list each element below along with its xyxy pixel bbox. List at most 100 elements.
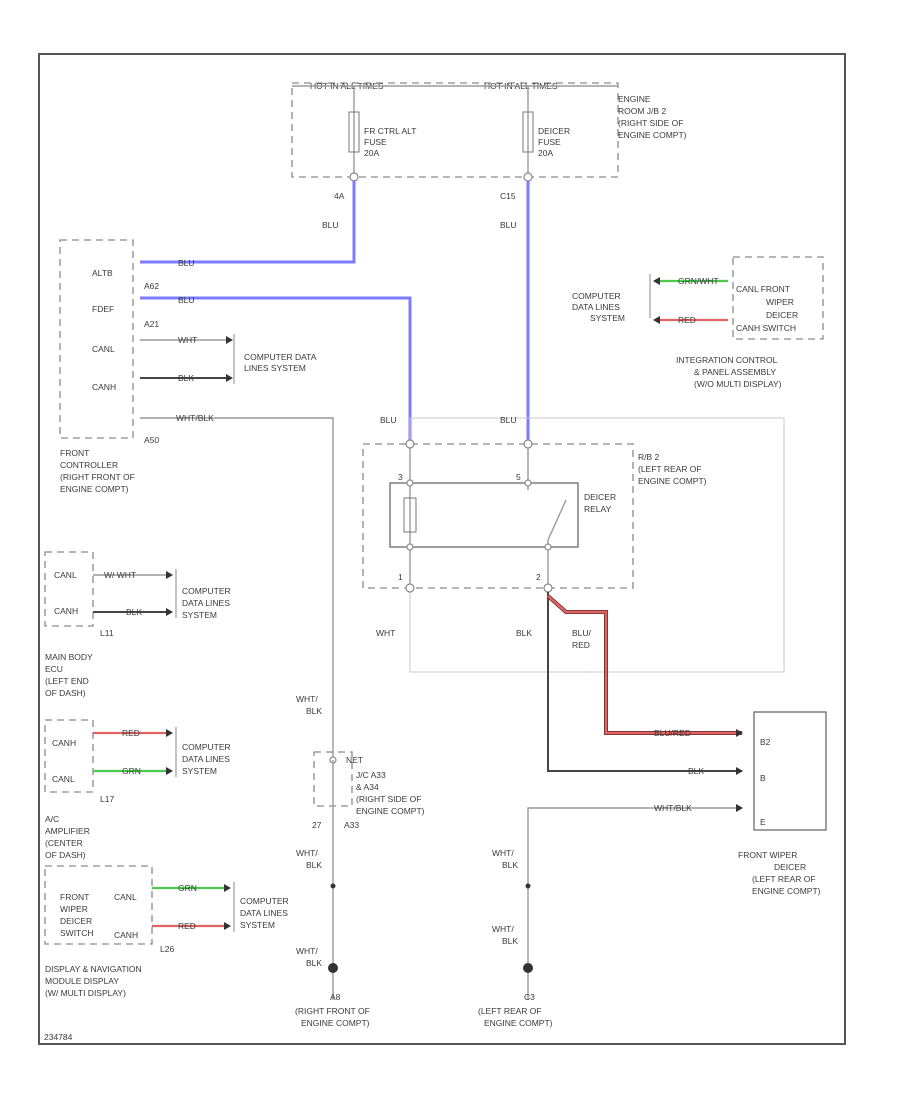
g2-splice	[525, 883, 531, 889]
disp-connector: L26	[160, 944, 174, 954]
fc-data-lines-2: LINES SYSTEM	[244, 363, 306, 373]
deicer-e-arrow	[736, 804, 743, 812]
relay-switch-arm	[547, 499, 567, 541]
relay-bottom-wire-4: RED	[572, 640, 590, 650]
disp-red-arrow	[224, 922, 231, 930]
disp-data-lines-3: SYSTEM	[240, 920, 275, 930]
relay-top-wire-label-1: BLU	[380, 415, 397, 425]
fuse-1-pin: 4A	[334, 191, 345, 201]
g1-wire-2b: BLK	[306, 958, 322, 968]
fc-location-1: FRONT	[60, 448, 89, 458]
mb-canh-arrow	[166, 608, 173, 616]
deicer-pin-b2: B2	[760, 737, 771, 747]
ac-amp-box	[44, 719, 94, 793]
mb-wire-label-2: BLK	[126, 607, 142, 617]
g1-wire-2a: WHT/	[296, 946, 318, 956]
fc-pin-id-3: A50	[144, 435, 159, 445]
icp-box-text-3: DEICER	[766, 310, 798, 320]
fuse-1-name: FR CTRL ALT	[364, 126, 416, 136]
ground-c3-icon	[523, 963, 533, 973]
fc-location-2: CONTROLLER	[60, 460, 118, 470]
icp-wire-label-1: GRN/WHT	[678, 276, 719, 286]
icp-red-arrow	[653, 316, 660, 324]
g1-wire-1a: WHT/	[296, 848, 318, 858]
display-box	[44, 865, 153, 945]
fuse-2-pin: C15	[500, 191, 516, 201]
disp-data-lines-1: COMPUTER	[240, 896, 289, 906]
fuse-2-name: DEICER	[538, 126, 570, 136]
mb-connector: L11	[100, 628, 114, 638]
mb-canl-arrow	[166, 571, 173, 579]
fc-canl-arrow	[226, 336, 233, 344]
fc-pin-altb: ALTB	[92, 268, 113, 278]
g2-wire-1b: BLK	[502, 860, 518, 870]
ac-location-4: OF DASH)	[45, 850, 86, 860]
jc-pin-right: A33	[344, 820, 359, 830]
fuse-1-type: FUSE	[364, 137, 387, 147]
rb2-location-2: (LEFT REAR OF	[638, 464, 702, 474]
deicer-wire-label-1: BLU/RED	[654, 728, 691, 738]
deicer-location-2: DEICER	[774, 862, 806, 872]
jb2-box	[291, 82, 619, 178]
jc-wire-label-2: BLK	[306, 706, 322, 716]
deicer-wire-label-2: BLK	[688, 766, 704, 776]
fuse-1-symbol	[348, 111, 360, 153]
g2-id: C3	[524, 992, 535, 1002]
fc-pin-canl: CANL	[92, 344, 115, 354]
icp-wire-label-2: RED	[678, 315, 696, 325]
icp-green-arrow	[653, 277, 660, 285]
g1-location-1: (RIGHT FRONT OF	[295, 1006, 370, 1016]
rb2-in-1	[405, 439, 415, 449]
deicer-box	[753, 711, 827, 831]
disp-pin-canh: CANH	[114, 930, 138, 940]
ground-c3: WHT/ BLK WHT/ BLK C3 (LEFT REAR OF ENGIN…	[478, 848, 553, 1028]
deicer-location-4: ENGINE COMPT)	[752, 886, 821, 896]
relay-bottom-wire-3: BLU/	[572, 628, 592, 638]
icp-box-text-2: WIPER	[766, 297, 794, 307]
disp-green-arrow	[224, 884, 231, 892]
jc-detail-4: ENGINE COMPT)	[356, 806, 425, 816]
g2-wire-2b: BLK	[502, 936, 518, 946]
ac-location-2: AMPLIFIER	[45, 826, 90, 836]
front-controller: ALTB FDEF CANL CANH A62 A21 A50 BLU BLU …	[59, 239, 334, 760]
fuse-2-rating: 20A	[538, 148, 553, 158]
mb-data-lines-1: COMPUTER	[182, 586, 231, 596]
wire-blk-deicer	[547, 592, 742, 772]
ac-pin-canl: CANL	[52, 774, 75, 784]
g1-splice	[330, 883, 336, 889]
fuse-1-rating: 20A	[364, 148, 379, 158]
mb-location-2: ECU	[45, 664, 63, 674]
ac-location-3: (CENTER	[45, 838, 83, 848]
ac-data-lines-3: SYSTEM	[182, 766, 217, 776]
disp-box-text-4: SWITCH	[60, 928, 94, 938]
rb2-in-2	[523, 439, 533, 449]
relay-pin-1: 1	[398, 572, 403, 582]
front-controller-box	[59, 239, 134, 439]
mb-pin-canh: CANH	[54, 606, 78, 616]
deicer-wire-label-3: WHT/BLK	[654, 803, 692, 813]
ac-pin-canh: CANH	[52, 738, 76, 748]
fc-wire-label-2: BLU	[178, 295, 195, 305]
fc-canh-arrow	[226, 374, 233, 382]
icp-box-text-1: CANL FRONT	[736, 284, 790, 294]
jc-detail-2: & A34	[356, 782, 379, 792]
icp-box-text-4: CANH SWITCH	[736, 323, 796, 333]
jb2-location-3: (RIGHT SIDE OF	[618, 118, 684, 128]
relay-pin-c	[406, 543, 414, 551]
deicer-b-arrow	[736, 767, 743, 775]
icp-data-lines-2: DATA LINES	[572, 302, 620, 312]
jc-detail-1: J/C A33	[356, 770, 386, 780]
fc-pin-canh: CANH	[92, 382, 116, 392]
engine-room-jb2: HOT IN ALL TIMES HOT IN ALL TIMES FR CTR…	[291, 81, 687, 230]
mb-data-lines-2: DATA LINES	[182, 598, 230, 608]
relay-pin-2: 2	[536, 572, 541, 582]
relay-pin-b	[524, 479, 532, 487]
g1-location-2: ENGINE COMPT)	[301, 1018, 370, 1028]
mb-data-lines-3: SYSTEM	[182, 610, 217, 620]
jc-wire-label-1: WHT/	[296, 694, 318, 704]
g1-wire-1b: BLK	[306, 860, 322, 870]
fuse-2-terminal	[523, 172, 533, 182]
icp-data-lines-1: COMPUTER	[572, 291, 621, 301]
disp-wire-label-1: GRN	[178, 883, 197, 893]
ground-a8: WHT/ BLK WHT/ BLK A8 (RIGHT FRONT OF ENG…	[295, 848, 370, 1028]
